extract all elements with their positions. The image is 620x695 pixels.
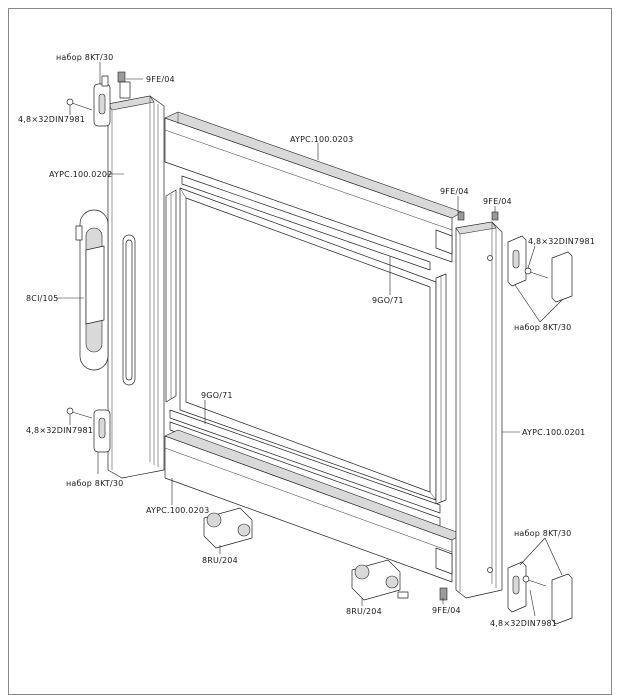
kit-bottom-left	[93, 409, 111, 453]
label-gasket-left: 9GO/71	[201, 391, 233, 400]
label-gasket-right: 9GO/71	[372, 296, 404, 305]
label-roller-left: 8RU/204	[202, 556, 238, 565]
cap-top-left	[117, 71, 131, 99]
bottom-horizontal-profile	[164, 429, 463, 583]
screw-bottom-left	[66, 407, 93, 419]
gasket-left	[165, 189, 177, 403]
label-profile-top: AYPC.100.0203	[290, 135, 353, 144]
cap-top-right-b	[491, 211, 499, 221]
screw-top-left	[66, 98, 93, 111]
label-screw-bottom-left: 4,8×32DIN7981	[26, 426, 93, 435]
top-horizontal-profile	[164, 111, 463, 263]
left-vertical-profile	[107, 95, 165, 479]
right-vertical-profile	[455, 221, 503, 599]
label-profile-left: AYPC.100.0202	[49, 170, 112, 179]
label-cap-bottom-right: 9FE/04	[432, 606, 461, 615]
label-kit-bottom-right: набор 8KT/30	[514, 529, 571, 538]
label-profile-bottom: AYPC.100.0203	[146, 506, 209, 515]
cap-top-right-a	[457, 211, 465, 221]
label-kit-bottom-left: набор 8KT/30	[66, 479, 123, 488]
label-cap-top-right-a: 9FE/04	[440, 187, 469, 196]
gasket-horizontal-top	[181, 175, 431, 271]
roller-left	[203, 507, 253, 549]
glass-panel	[179, 187, 437, 501]
label-cap-top-right-b: 9FE/04	[483, 197, 512, 206]
label-handle: 8CI/105	[26, 294, 58, 303]
gasket-right	[435, 273, 447, 505]
kit-bottom-right	[507, 561, 573, 625]
kit-top-left	[93, 75, 111, 127]
label-kit-top-left: набор 8KT/30	[56, 53, 113, 62]
screw-top-right	[524, 267, 549, 279]
label-screw-top-right: 4,8×32DIN7981	[528, 237, 595, 246]
part-labels: набор 8KT/30 9FE/04 4,8×32DIN7981 AYPC.1…	[18, 53, 595, 628]
label-cap-top-left: 9FE/04	[146, 75, 175, 84]
label-screw-top-left: 4,8×32DIN7981	[18, 115, 85, 124]
label-screw-bottom-right: 4,8×32DIN7981	[490, 619, 557, 628]
screw-bottom-right	[522, 575, 547, 587]
leader-lines	[56, 62, 563, 617]
label-kit-top-right: набор 8KT/30	[514, 323, 571, 332]
handle-part	[75, 209, 109, 371]
label-roller-right: 8RU/204	[346, 607, 382, 616]
roller-right	[351, 559, 409, 601]
kit-top-right	[507, 235, 573, 303]
label-profile-right: AYPC.100.0201	[522, 428, 585, 437]
cap-bottom-right	[439, 587, 448, 601]
